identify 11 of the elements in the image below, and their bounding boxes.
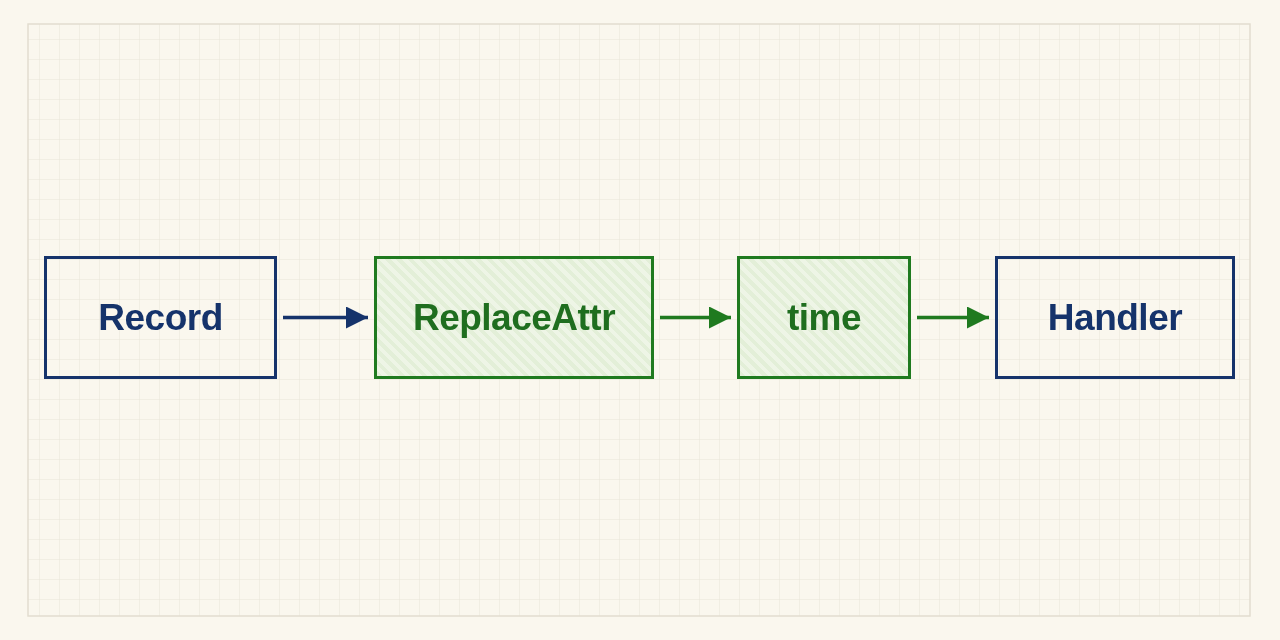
process-box: [995, 256, 1235, 379]
process-box: [44, 256, 277, 379]
process-box: [737, 256, 911, 379]
arrow: [283, 306, 368, 329]
arrow: [660, 306, 731, 329]
node-label: Record: [98, 296, 223, 339]
node-label: time: [786, 296, 862, 339]
node-label: Handler: [1047, 296, 1183, 339]
process-box: [374, 256, 654, 379]
arrow: [917, 306, 989, 329]
node-label: ReplaceAttr: [412, 296, 616, 339]
